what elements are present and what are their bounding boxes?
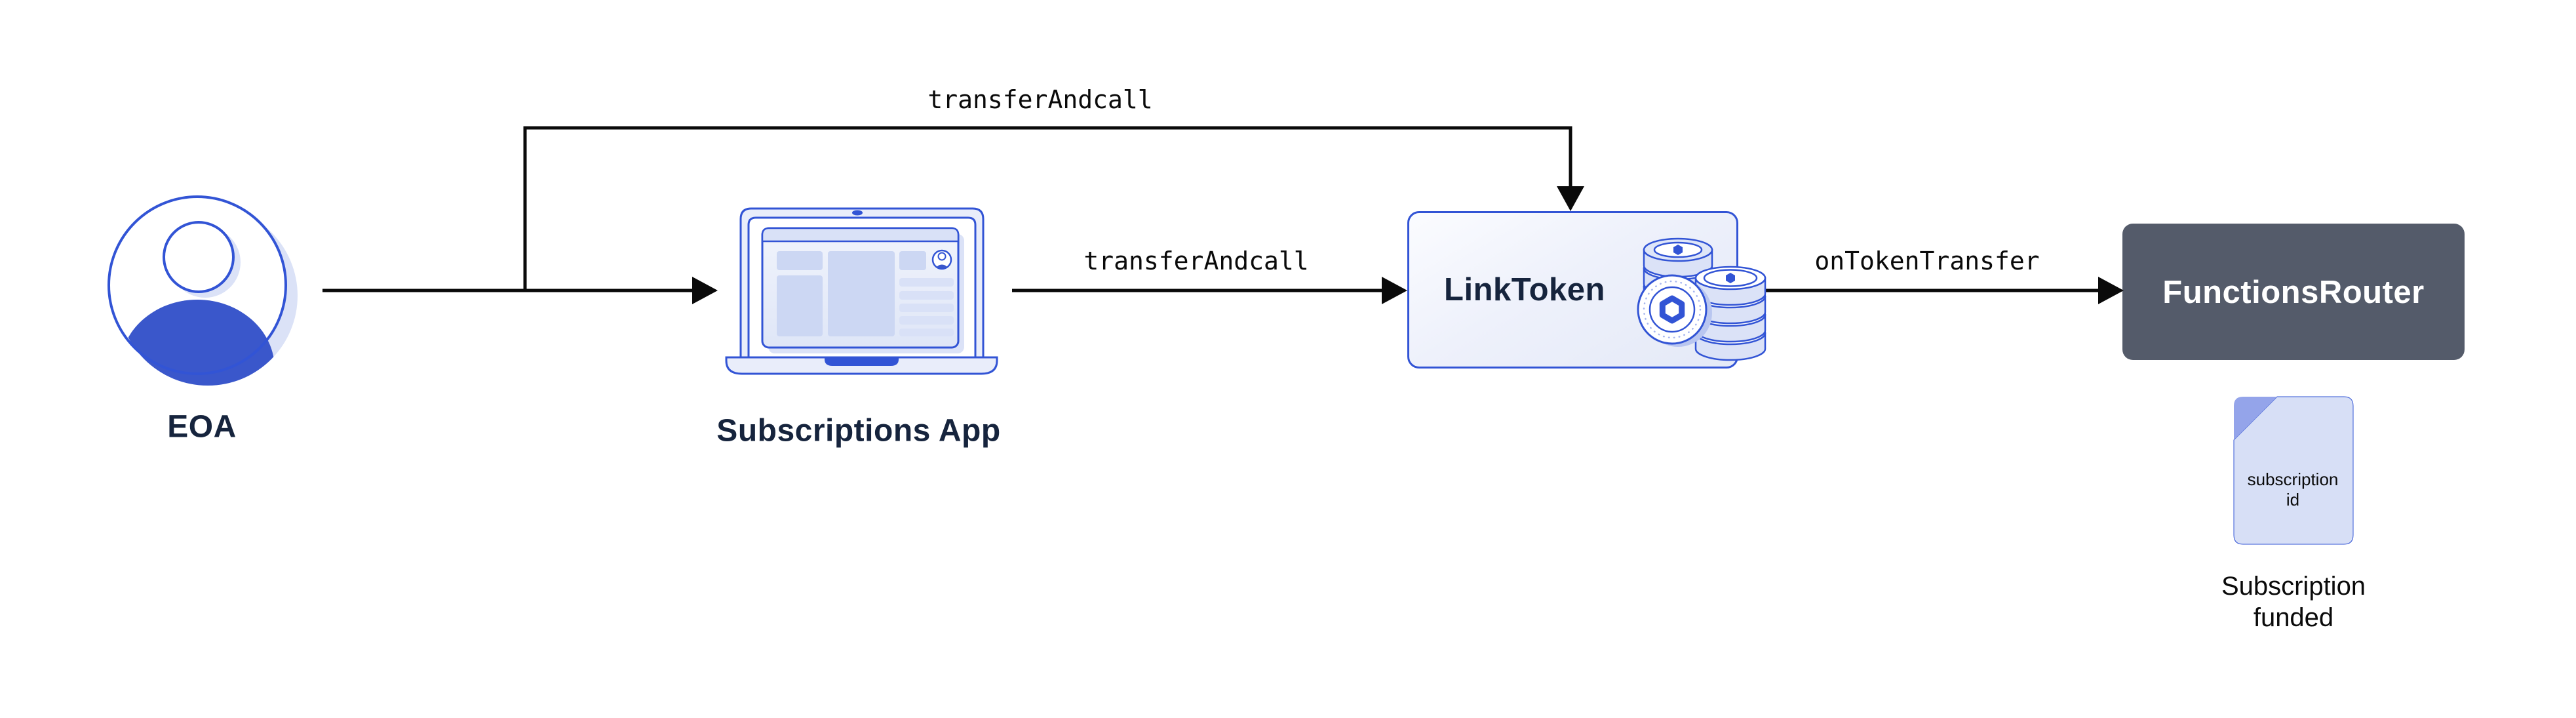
caption-line1: Subscription	[2221, 572, 2366, 601]
functions-router-box	[2122, 224, 2465, 360]
arrow-linktoken-to-router	[1765, 277, 2124, 304]
eoa-label: EOA	[167, 409, 237, 445]
subscriptions-app-label: Subscriptions App	[716, 413, 1001, 449]
laptop-icon	[725, 207, 998, 375]
edge-label-transferandcall-top: transferAndcall	[927, 85, 1153, 114]
edge-label-transferandcall-mid: transferAndcall	[1083, 247, 1309, 275]
document-text: subscription id	[2248, 469, 2339, 510]
document-text-line1: subscription	[2247, 469, 2339, 489]
arrow-eoa-to-app	[322, 277, 718, 304]
subscription-funded-caption: Subscription funded	[2221, 570, 2366, 633]
functions-router-label: FunctionsRouter	[2162, 275, 2425, 310]
person-avatar-icon	[107, 195, 298, 386]
caption-line2: funded	[2253, 603, 2334, 632]
edge-label-ontokentransfer: onTokenTransfer	[1814, 247, 2040, 275]
link-token-label: LinkToken	[1444, 272, 1605, 308]
document-text-line2: id	[2286, 490, 2300, 509]
arrow-app-to-linktoken	[1012, 277, 1407, 304]
